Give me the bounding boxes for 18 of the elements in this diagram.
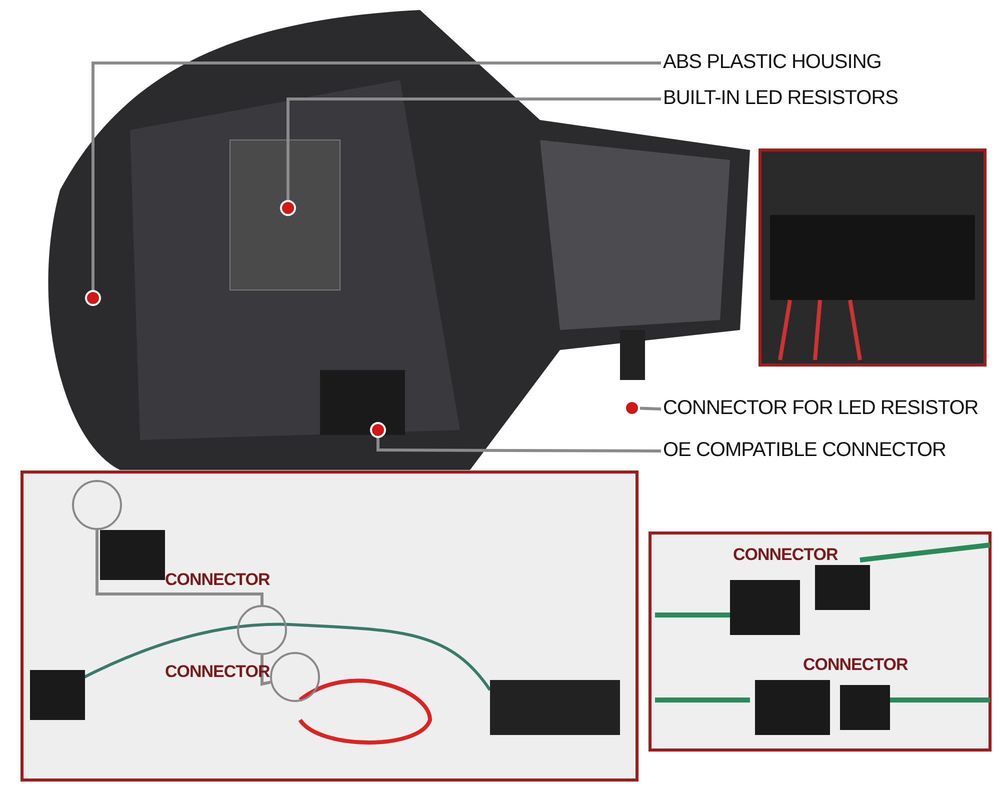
- leader-line: [286, 98, 661, 200]
- part-label: CONNECTOR: [733, 545, 838, 565]
- highlight-circle: [237, 605, 287, 655]
- marker-dot: [624, 400, 640, 416]
- leader-line: [640, 406, 662, 410]
- part-label: CONNECTOR: [803, 655, 908, 675]
- callout-label: BUILT-IN LED RESISTORS: [663, 85, 898, 111]
- leader-line: [92, 62, 661, 290]
- callout-label: ABS PLASTIC HOUSING: [663, 49, 882, 75]
- callout-label: OE COMPATIBLE CONNECTOR: [663, 437, 946, 463]
- leader-line: [376, 438, 661, 452]
- edge-label: CONNECTOR: [165, 570, 270, 590]
- highlight-circle: [72, 480, 122, 530]
- edge-label: CONNECTOR: [165, 662, 270, 682]
- leader-line: [260, 655, 271, 686]
- callout-label: CONNECTOR FOR LED RESISTOR: [663, 395, 978, 421]
- leader-line: [96, 530, 264, 605]
- highlight-circle: [270, 652, 320, 702]
